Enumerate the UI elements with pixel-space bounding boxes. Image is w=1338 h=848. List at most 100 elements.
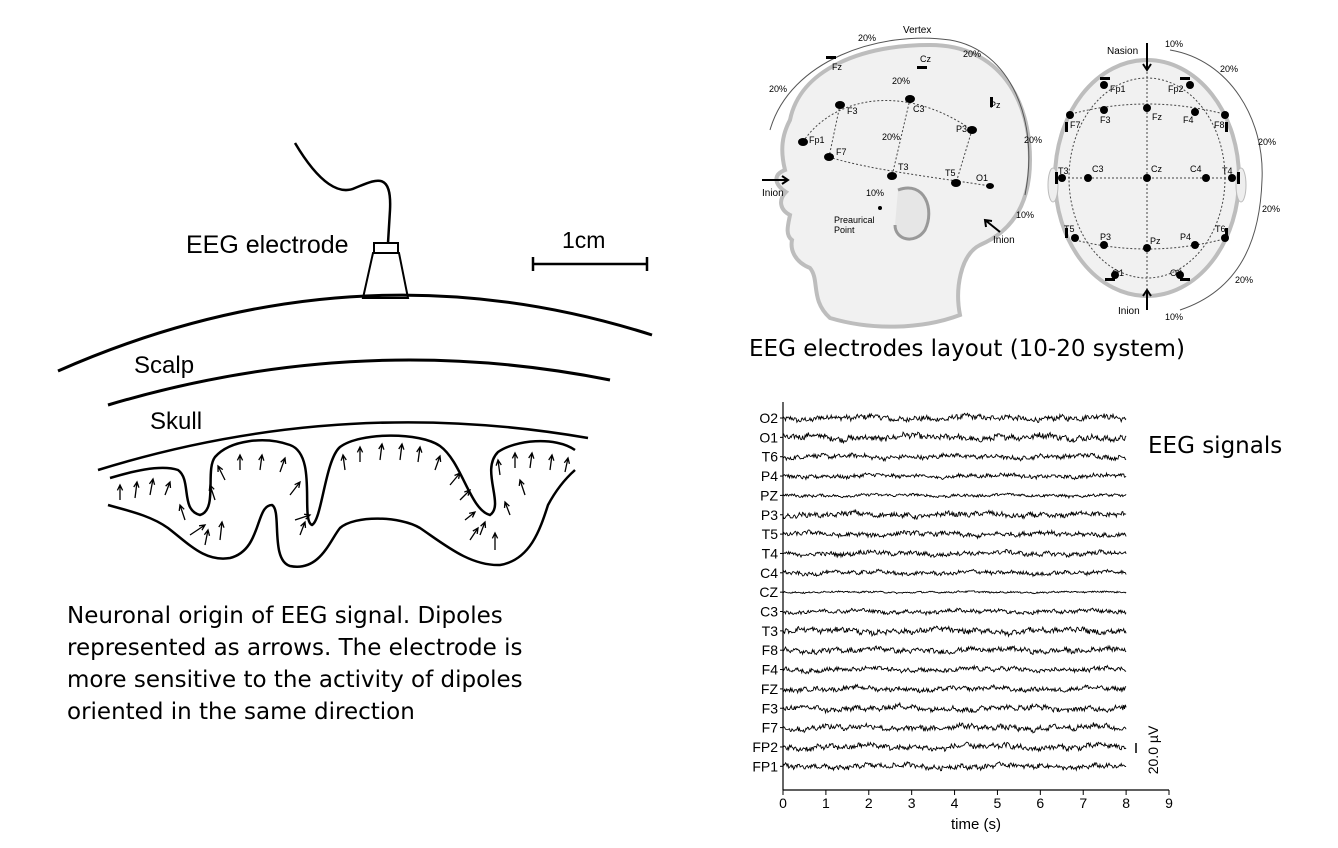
dipole-arrow [459, 488, 472, 501]
channel-label: F3 [762, 700, 779, 716]
dipole-arrow [378, 442, 385, 461]
side-head-silhouette [774, 42, 1033, 329]
top-electrodes [1058, 81, 1236, 279]
skull-label: Skull [150, 408, 203, 435]
label-top-c3: C3 [1092, 164, 1104, 174]
eeg-trace [782, 528, 1127, 540]
eeg-trace [782, 590, 1127, 595]
dipole-arrow [503, 500, 511, 516]
x-tick-label: 5 [994, 795, 1002, 811]
side-coronal [828, 156, 991, 187]
label-top-f3: F3 [1100, 115, 1111, 125]
eeg-trace [782, 741, 1127, 753]
eeg-trace [782, 625, 1127, 638]
pct-top-4: 20% [1262, 204, 1280, 214]
pct-side-5: 20% [882, 132, 900, 142]
scalp-label: Scalp [134, 352, 195, 379]
channel-label: FZ [761, 681, 779, 697]
dipole-arrow [548, 453, 555, 471]
skull-inner-surface [97, 421, 589, 472]
label-top-t6: T6 [1215, 224, 1226, 234]
label-inion-right: Inion [993, 235, 1015, 246]
channel-label: F8 [762, 642, 779, 658]
neuron-diagram [57, 142, 653, 568]
pct-side-6: 20% [1024, 135, 1042, 145]
cortex-inner-outline [107, 469, 576, 568]
x-axis-label: time (s) [951, 816, 1001, 833]
eeg-trace [782, 644, 1127, 656]
dipole-arrow [340, 453, 347, 471]
dipole-arrow [189, 524, 207, 536]
side-midline [802, 100, 973, 143]
eeg-trace [782, 548, 1127, 559]
label-preaurical: Preaurical [834, 215, 875, 225]
label-side-c3: C3 [913, 104, 925, 114]
skull-surface [107, 358, 611, 407]
top-caps [1055, 77, 1240, 281]
label-side-f3: F3 [847, 106, 858, 116]
dipole-arrow [495, 458, 502, 476]
label-nasion: Nasion [1107, 46, 1138, 57]
side-c3-t3 [891, 98, 911, 177]
label-vertex: Vertex [903, 25, 931, 36]
pct-top-5: 20% [1235, 275, 1253, 285]
dipole-arrow [279, 456, 287, 473]
x-tick-label: 2 [865, 795, 873, 811]
channel-label: O2 [759, 410, 778, 426]
pct-top-3: 20% [1258, 137, 1276, 147]
layout-caption: EEG electrodes layout (10-20 system) [749, 336, 1185, 362]
label-top-o2: O2 [1170, 268, 1182, 278]
eeg-trace [782, 492, 1127, 500]
dipole-arrow [116, 483, 124, 500]
pct-top-2: 20% [1220, 64, 1238, 74]
label-side-p3: P3 [956, 124, 967, 134]
channel-label: T4 [762, 545, 779, 561]
scalp-surface [57, 293, 653, 373]
dipole-arrow [133, 480, 140, 499]
dipole-arrow [148, 477, 156, 496]
label-top-c4: C4 [1190, 164, 1202, 174]
dipole-arrow [203, 528, 211, 546]
dipole-arrow [518, 478, 526, 496]
dipole-arrow [528, 451, 535, 469]
caption-line-1: Neuronal origin of EEG signal. Dipoles [67, 603, 503, 629]
eeg-trace [782, 431, 1127, 445]
ear [893, 186, 931, 241]
x-tick-label: 7 [1079, 795, 1087, 811]
label-top-p3: P3 [1100, 232, 1111, 242]
top-arc-right [1169, 49, 1263, 311]
x-tick-label: 1 [822, 795, 830, 811]
label-inion-left: Inion [762, 188, 784, 199]
inion-arrow [1142, 288, 1152, 310]
neuron-caption: Neuronal origin of EEG signal. Dipoles r… [67, 600, 627, 728]
label-top-pz: Pz [1150, 236, 1161, 246]
dipole-arrow [164, 480, 172, 496]
channel-label: FP2 [752, 739, 778, 755]
scale-label: 1cm [562, 227, 606, 253]
label-preaurical-point: Point [834, 225, 855, 235]
pct-side-4: 20% [892, 76, 910, 86]
amplitude-scale-label: 20.0 µV [1145, 725, 1161, 774]
eeg-trace [782, 451, 1127, 463]
electrode-layout-diagram: Vertex Inion Inion Preaurical Point Fz C… [762, 25, 1280, 329]
pct-top-1: 10% [1165, 39, 1183, 49]
signals-title: EEG signals [1148, 433, 1283, 459]
side-f3-f7 [828, 104, 841, 158]
label-top-o1: O1 [1112, 268, 1124, 278]
label-side-t3: T3 [898, 162, 909, 172]
label-top-f7: F7 [1070, 120, 1081, 130]
channel-label: T3 [762, 623, 779, 639]
electrode-body [361, 252, 410, 299]
electrode-cable [293, 142, 392, 244]
caption-line-2: represented as arrows. The electrode is [67, 635, 523, 661]
nasion-arrow [1142, 43, 1152, 72]
channel-label: C4 [760, 565, 778, 581]
dipole-arrow [398, 442, 405, 461]
label-side-cz: Cz [920, 54, 931, 64]
side-caps [826, 56, 993, 107]
channel-label: P4 [761, 468, 778, 484]
side-p3-t5 [955, 129, 973, 184]
scale-bar [531, 257, 649, 271]
eeg-trace [782, 471, 1127, 481]
dipole-arrow [178, 503, 186, 521]
